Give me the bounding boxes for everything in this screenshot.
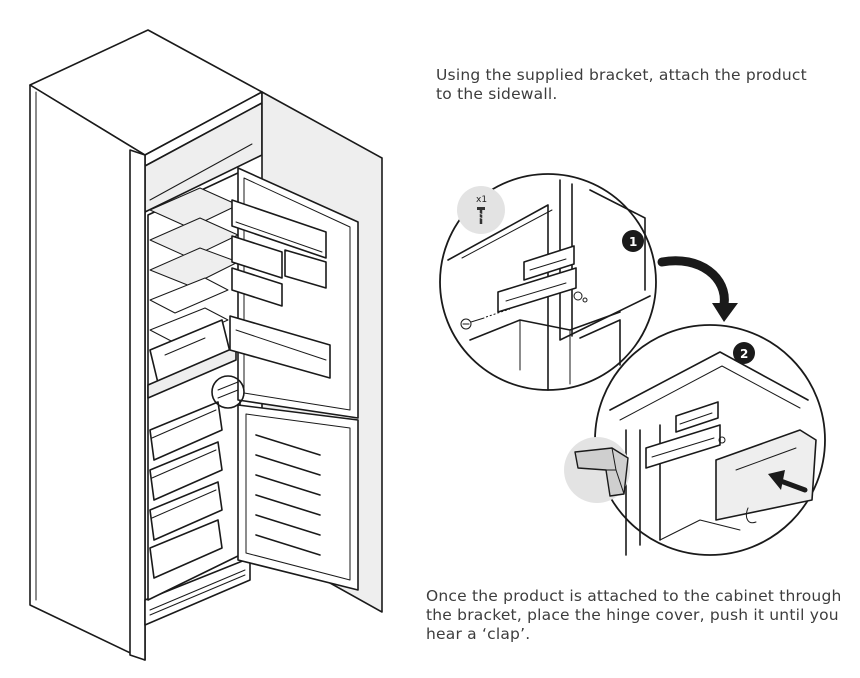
push-arrow-icon (768, 470, 808, 493)
hinge-cover-icon (574, 447, 629, 497)
hinge-cover-instruction-text: Once the product is attached to the cabi… (426, 587, 842, 643)
bracket-detail-2 (594, 324, 826, 556)
step-two-badge: 2 (733, 342, 755, 364)
screw-icon (477, 207, 485, 224)
attach-instruction-text: Using the supplied bracket, attach the p… (436, 66, 807, 103)
screw-quantity-callout: x1 (457, 186, 505, 234)
svg-text:2: 2 (740, 347, 748, 361)
svg-text:1: 1 (629, 235, 637, 249)
screw-quantity-label: x1 (476, 195, 487, 205)
hinge-highlight-circle (211, 375, 245, 409)
screw-icon (460, 317, 485, 330)
curved-arrow-icon (657, 256, 738, 322)
step-one-badge: 1 (622, 230, 644, 252)
cabinet-illustration (29, 29, 383, 661)
hinge-cover-callout (564, 437, 630, 503)
